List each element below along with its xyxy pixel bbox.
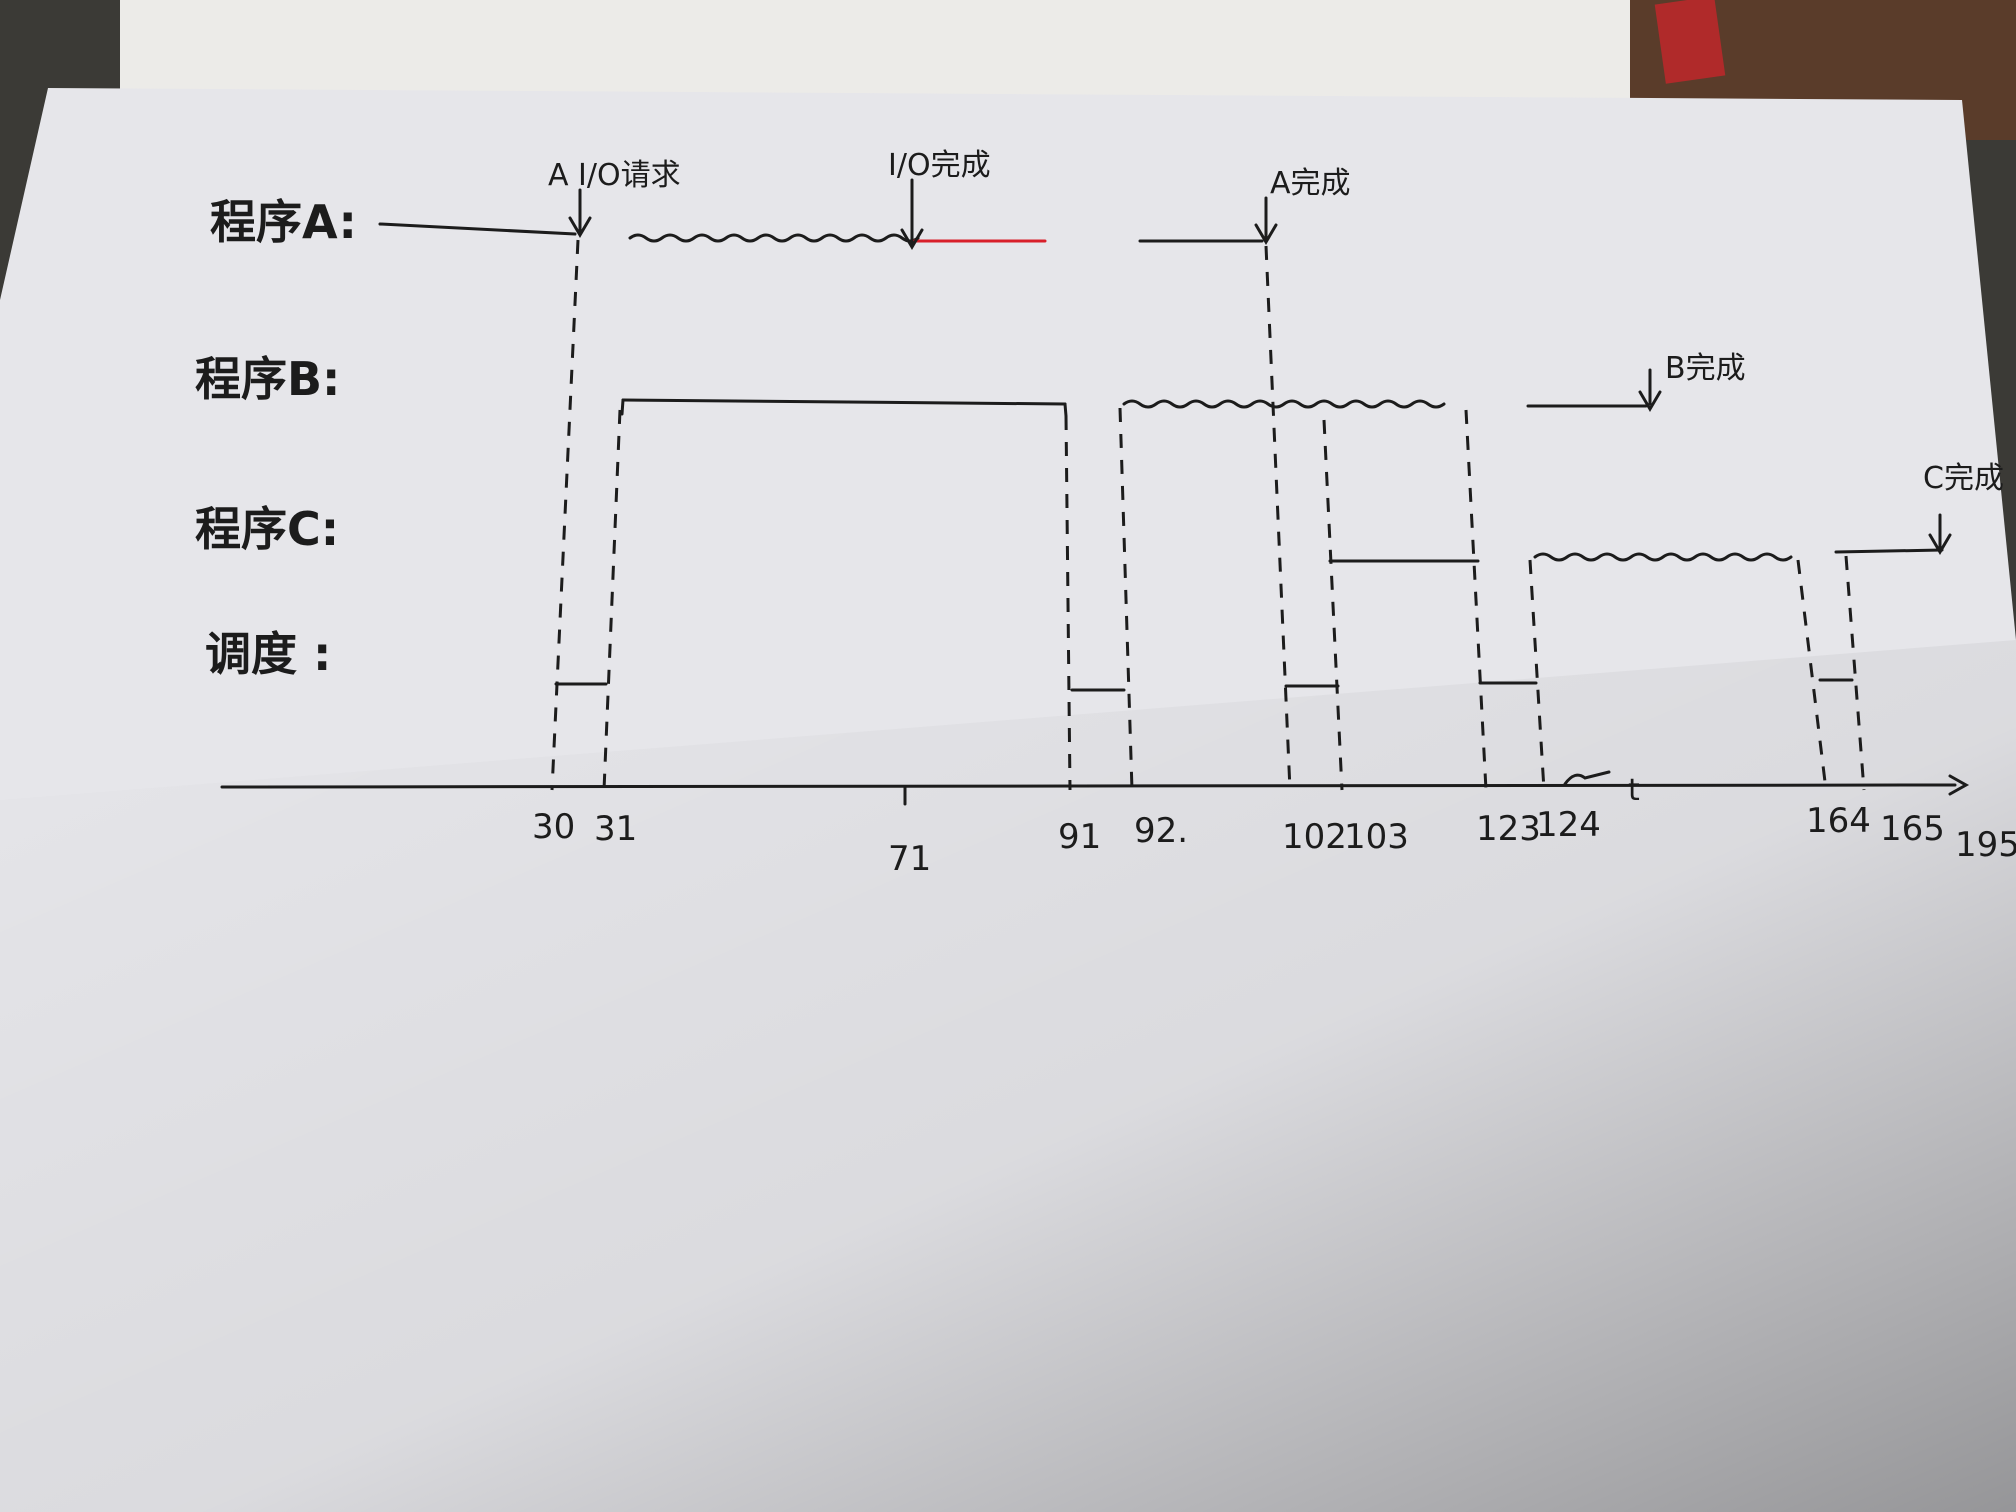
axis-t-arrow: [1563, 770, 1611, 786]
scheduler-timeline: [554, 678, 1854, 692]
annotation-io-complete: I/O完成: [888, 148, 991, 183]
axis-arrow-head: [1948, 774, 1970, 796]
program-b-run-end-tick: [1063, 402, 1068, 418]
guide-164: [1796, 559, 1828, 791]
program-c-run-165-195: [1834, 548, 1944, 554]
guide-124: [1528, 559, 1546, 791]
background-pencil: [1654, 0, 1726, 84]
axis-unit-label: t: [1628, 773, 1640, 808]
guide-165: [1844, 555, 1866, 791]
axis-tick-labels: 30 31 71 91 92. 102 103 123 124 164 165 …: [532, 801, 2016, 879]
tick-label-195: 195: [1955, 825, 2016, 865]
annotation-b-complete: B完成: [1665, 351, 1746, 386]
guide-30: [550, 239, 580, 791]
annotation-a-io-request: A I/O请求: [548, 158, 681, 193]
guide-92: [1118, 407, 1134, 791]
program-a-timeline: [378, 178, 1278, 250]
program-b-io-wait-92-123: [1122, 399, 1446, 409]
arrow-a-complete-head: [1254, 223, 1278, 245]
program-c-io-wait-124-164: [1533, 552, 1793, 562]
tick-label-30: 30: [532, 807, 575, 847]
program-a-run-0-30: [378, 222, 577, 236]
tick-label-92: 92.: [1134, 811, 1188, 851]
tick-label-165: 165: [1880, 809, 1945, 849]
tick-label-31: 31: [594, 809, 637, 849]
tick-label-164: 164: [1806, 801, 1871, 841]
program-b-run-start-tick: [620, 398, 625, 416]
tick-label-103: 103: [1344, 817, 1409, 857]
program-c-timeline: [1328, 513, 1952, 563]
dashed-guides: [550, 239, 1866, 791]
guide-103: [1322, 419, 1344, 791]
program-b-run-31-71: [621, 398, 1067, 406]
row-label-scheduler: 调度 :: [205, 627, 331, 681]
tick-label-102: 102: [1282, 817, 1347, 857]
guide-91: [1064, 415, 1072, 791]
axis-line: [220, 783, 1957, 789]
row-label-program-b: 程序B:: [195, 352, 340, 406]
tick-label-91: 91: [1058, 817, 1101, 857]
tick-label-71: 71: [888, 839, 931, 879]
arrow-io-complete-head: [900, 228, 924, 250]
paper-shadow: [0, 640, 2016, 1512]
tick-label-124: 124: [1536, 805, 1601, 845]
arrow-c-complete-head: [1928, 533, 1952, 555]
arrow-b-complete-head: [1638, 390, 1662, 412]
row-label-program-a: 程序A:: [210, 195, 357, 249]
program-a-io-wait-31-71: [628, 233, 920, 243]
guide-123: [1464, 409, 1488, 791]
annotation-a-complete: A完成: [1270, 166, 1351, 201]
arrow-a-io-request-head: [568, 216, 592, 238]
time-axis: [220, 770, 1970, 806]
guide-31: [602, 409, 622, 791]
guide-102: [1264, 245, 1292, 791]
row-label-program-c: 程序C:: [195, 502, 339, 556]
annotation-c-complete: C完成: [1923, 461, 2004, 496]
tick-label-123: 123: [1476, 809, 1541, 849]
program-b-timeline: [620, 368, 1662, 418]
